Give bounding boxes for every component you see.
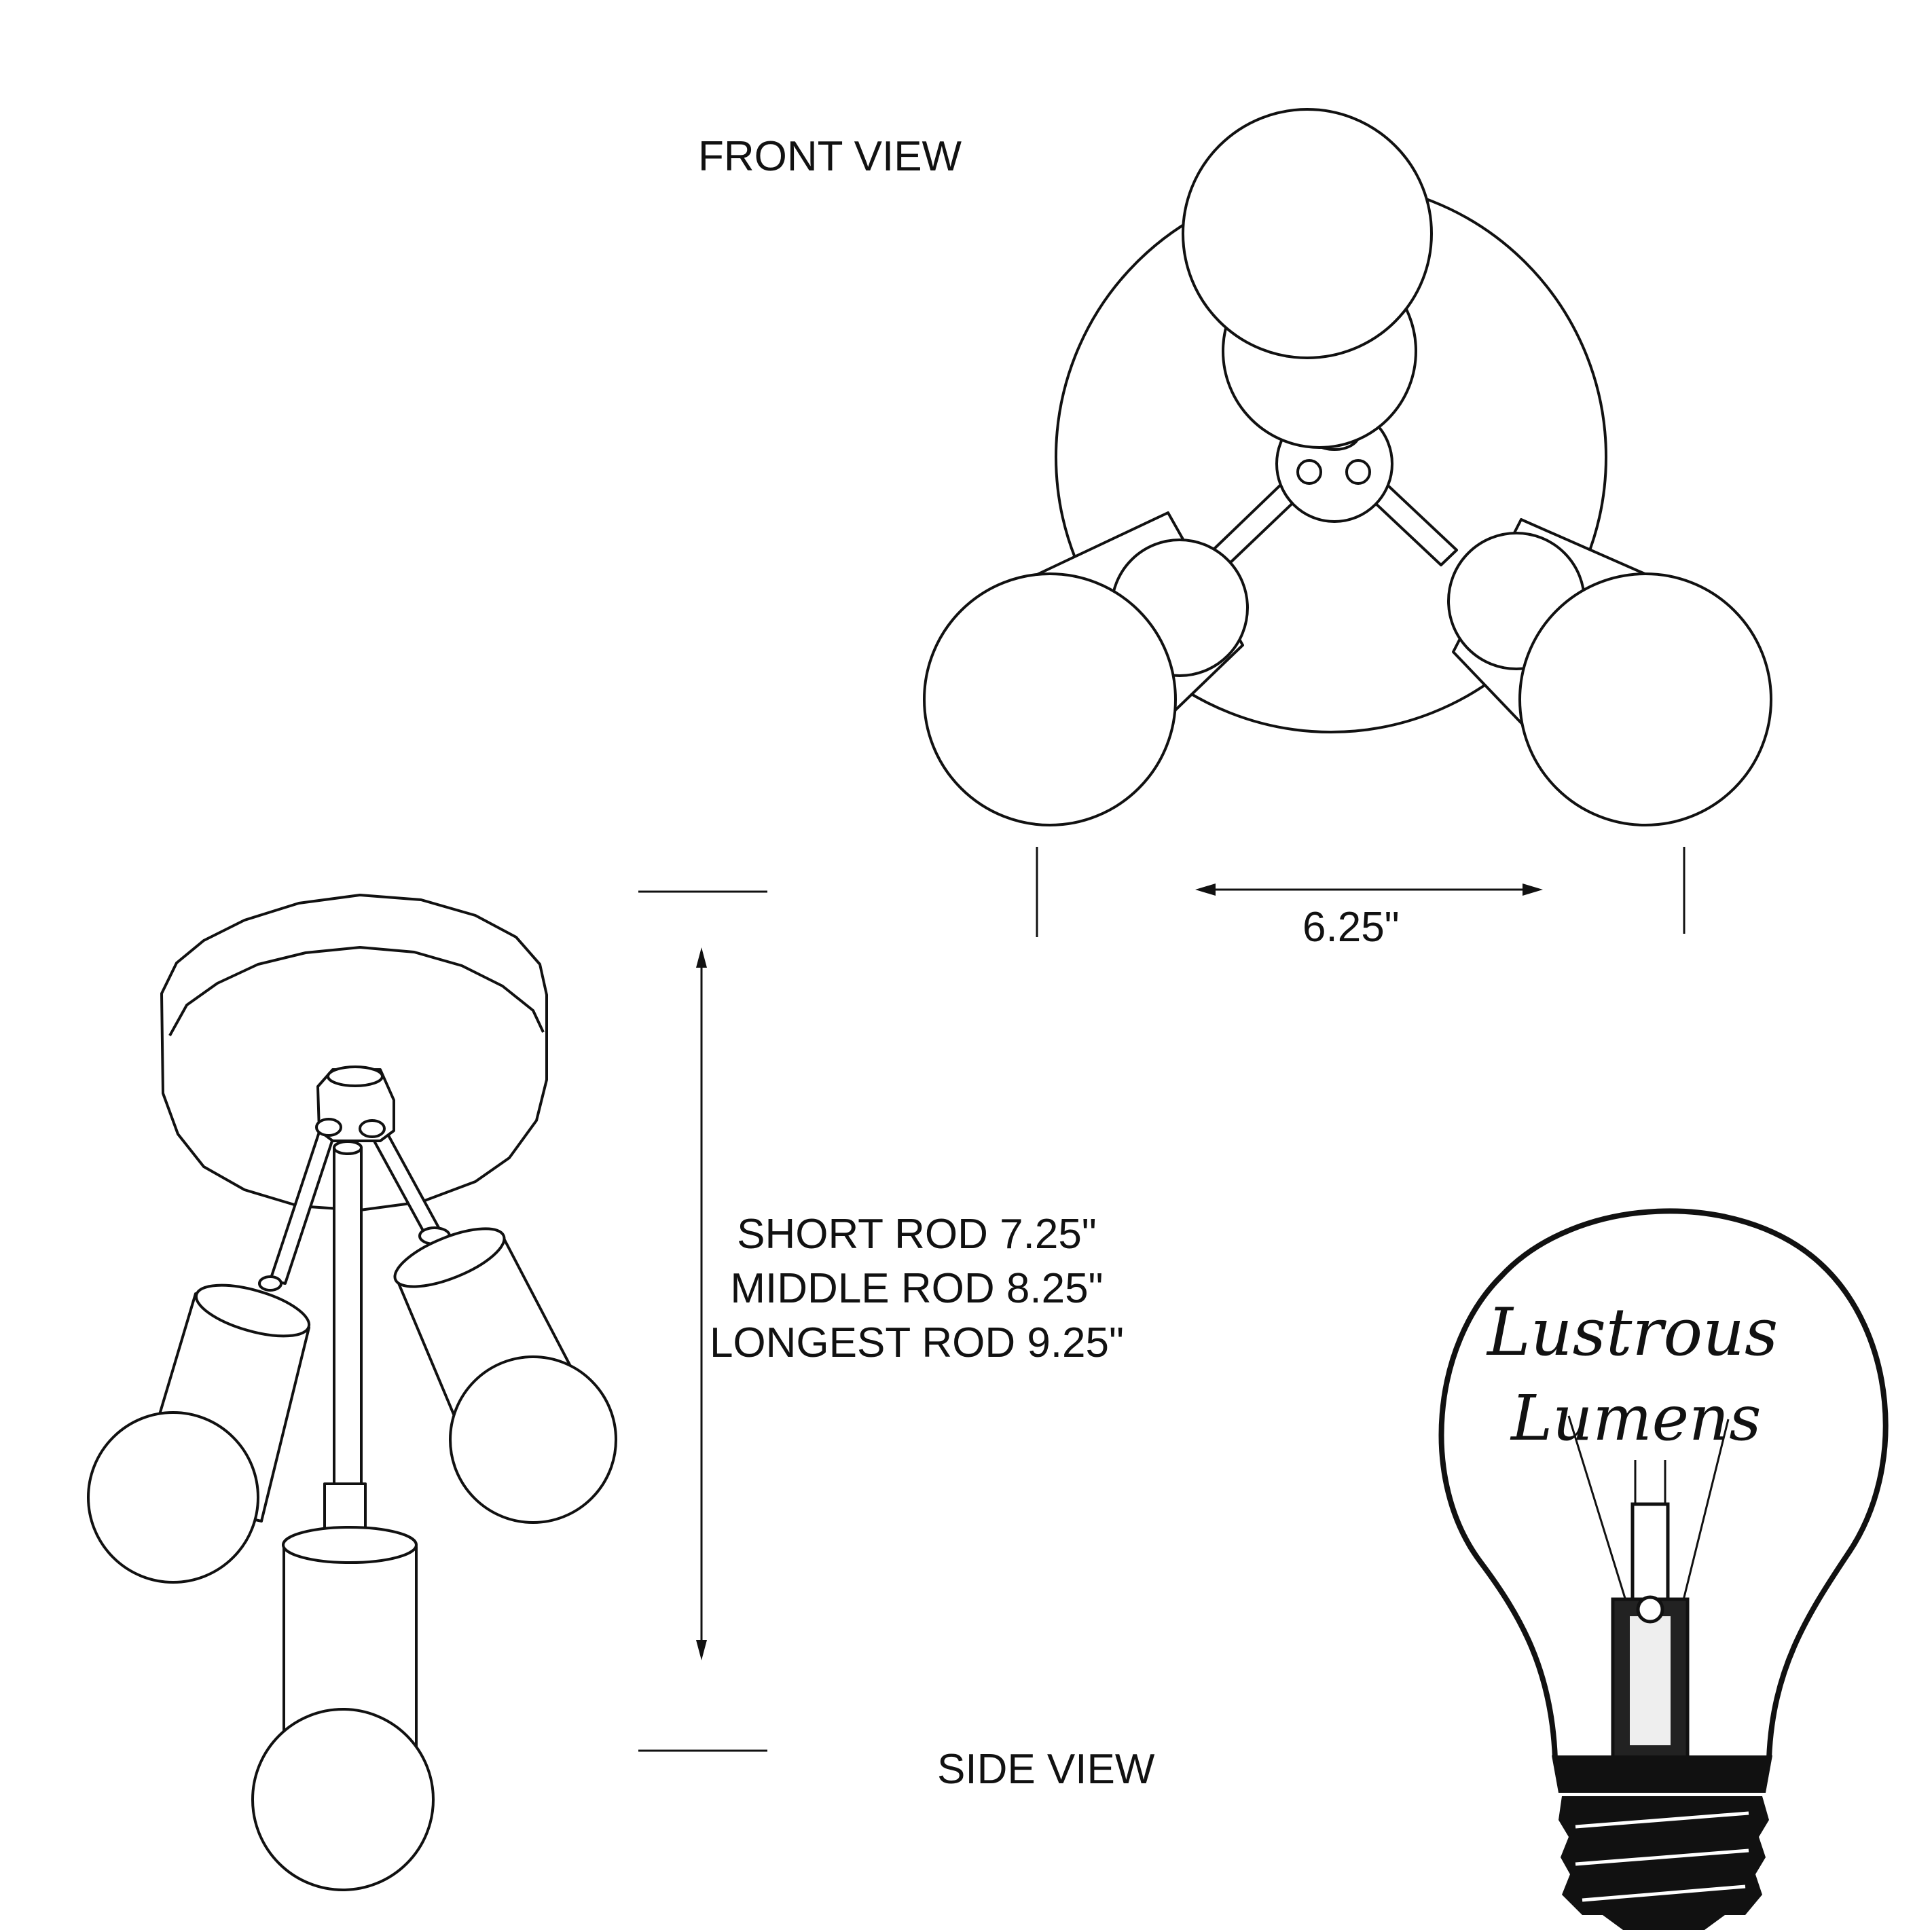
front-right-globe <box>1518 572 1772 826</box>
side-center-rod <box>333 1146 363 1489</box>
height-arrow-bottom <box>696 1640 707 1660</box>
rod-length-middle: MIDDLE ROD 8.25" <box>730 1265 1104 1312</box>
logo-thread-line-2 <box>1575 1848 1749 1866</box>
side-center-socket-top <box>282 1526 418 1564</box>
side-center-globe <box>251 1708 435 1891</box>
side-canopy-top-edge <box>168 946 545 1036</box>
side-right-globe <box>449 1355 617 1524</box>
side-view-drawing <box>87 894 617 1891</box>
logo-wire-2 <box>1681 1419 1730 1603</box>
rod-lengths-block: SHORT ROD 7.25" MIDDLE ROD 8.25" LONGEST… <box>672 1207 1161 1370</box>
rod-length-short: SHORT ROD 7.25" <box>737 1211 1097 1258</box>
logo-bulb-outline <box>1438 1208 1889 1760</box>
height-arrow-top <box>696 947 707 968</box>
width-dimension <box>1036 847 1685 937</box>
logo-thread-line-3 <box>1582 1884 1746 1902</box>
side-left-rod-joint <box>258 1275 282 1292</box>
width-dimension-label: 6.25" <box>1302 904 1400 951</box>
logo-base-tip <box>1603 1915 1725 1930</box>
side-canopy-body <box>160 894 548 1211</box>
logo-stem-button <box>1636 1595 1664 1624</box>
logo-text-line1: Lustrous <box>1486 1294 1778 1370</box>
side-hub-cap <box>327 1065 384 1087</box>
logo-text-line2: Lumens <box>1510 1382 1762 1455</box>
front-view-label: FRONT VIEW <box>698 133 962 180</box>
side-center-rod-top <box>333 1140 363 1155</box>
height-dimension <box>638 890 767 1752</box>
logo-thread-line-1 <box>1575 1811 1749 1829</box>
front-top-globe <box>1182 108 1433 359</box>
side-hub-rod-right <box>359 1119 386 1138</box>
logo-screw-base <box>1552 1755 1772 1930</box>
logo-thread-highlights <box>1575 1811 1749 1902</box>
logo-base-collar <box>1552 1755 1772 1793</box>
lustrous-lumens-logo: Lustrous Lumens <box>1438 1208 1889 1930</box>
logo-stem <box>1611 1502 1690 1761</box>
logo-wire-1 <box>1567 1415 1628 1603</box>
logo-filament <box>1567 1415 1730 1603</box>
width-arrow-left <box>1195 883 1216 896</box>
width-arrow-right <box>1523 883 1543 896</box>
front-hub-rod-left <box>1296 459 1322 485</box>
logo-stem-highlight <box>1630 1616 1671 1745</box>
front-hub-rod-right <box>1345 459 1371 485</box>
logo-bulb-glass <box>1438 1208 1889 1760</box>
rod-length-longest: LONGEST ROD 9.25" <box>709 1319 1125 1366</box>
side-right-socket-top <box>393 1227 506 1288</box>
side-view-label: SIDE VIEW <box>937 1746 1155 1793</box>
logo-stem-tube <box>1630 1502 1670 1608</box>
front-view-drawing <box>923 108 1772 826</box>
side-hub-rod-left <box>315 1118 342 1137</box>
side-center-rod-collar <box>323 1482 367 1533</box>
side-left-socket-top <box>194 1283 311 1338</box>
side-left-globe <box>87 1411 259 1584</box>
front-left-globe <box>923 572 1177 826</box>
